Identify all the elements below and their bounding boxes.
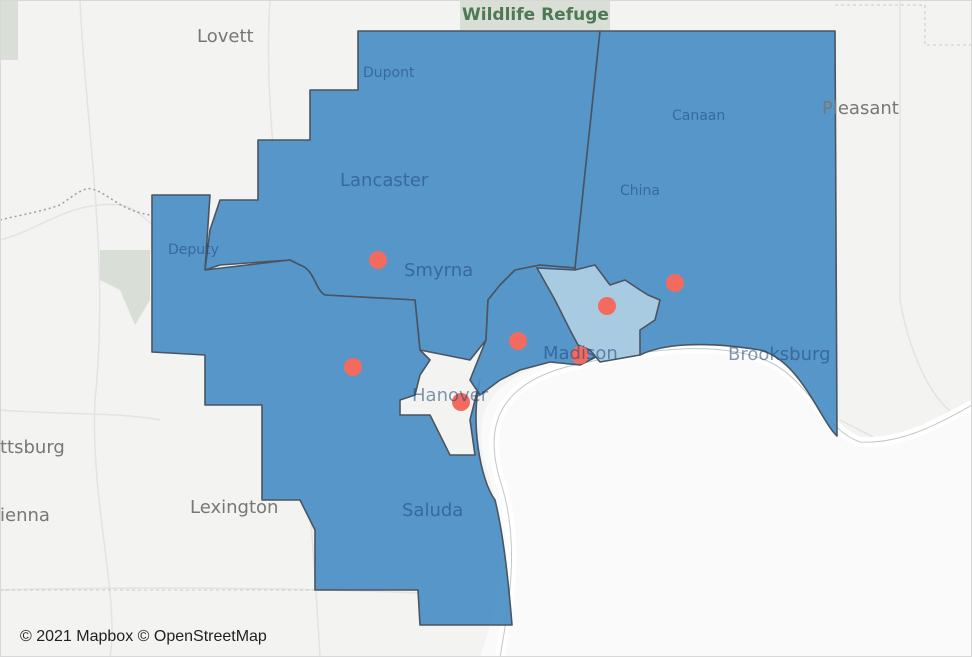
label-hanover: Hanover [412,385,489,406]
label-dupont: Dupont [363,65,415,81]
location-marker[interactable] [344,358,362,376]
region-saluda[interactable] [151,194,513,626]
label-canaan: Canaan [672,108,726,124]
location-marker[interactable] [571,346,589,364]
label-wildlife-refuge: Wildlife Refuge [462,5,609,25]
region-madison-highlight[interactable] [536,264,661,363]
label-lexington: Lexington [190,497,279,518]
location-markers [344,251,684,411]
label-scottsburg: ttsburg [0,437,65,458]
label-pleasant: Pleasant [822,98,899,119]
label-deputy: Deputy [168,242,219,258]
label-brooksburg: Brooksburg [728,344,831,365]
location-marker[interactable] [452,393,470,411]
location-marker[interactable] [598,297,616,315]
label-smyrna: Smyrna [404,260,474,281]
label-saluda: Saluda [402,500,464,521]
label-madison: Madison [543,343,618,364]
location-marker[interactable] [369,251,387,269]
location-marker[interactable] [509,332,527,350]
label-lovett: Lovett [197,26,254,47]
boundary-lines [0,4,972,591]
location-marker[interactable] [666,274,684,292]
river-bank-area [480,341,972,657]
river-edge [493,348,972,657]
county-regions [151,30,838,626]
label-lancaster: Lancaster [340,170,429,191]
label-vienna: ienna [0,505,50,526]
label-china: China [620,183,660,199]
map-attribution[interactable]: © 2021 Mapbox © OpenStreetMap [20,628,267,645]
